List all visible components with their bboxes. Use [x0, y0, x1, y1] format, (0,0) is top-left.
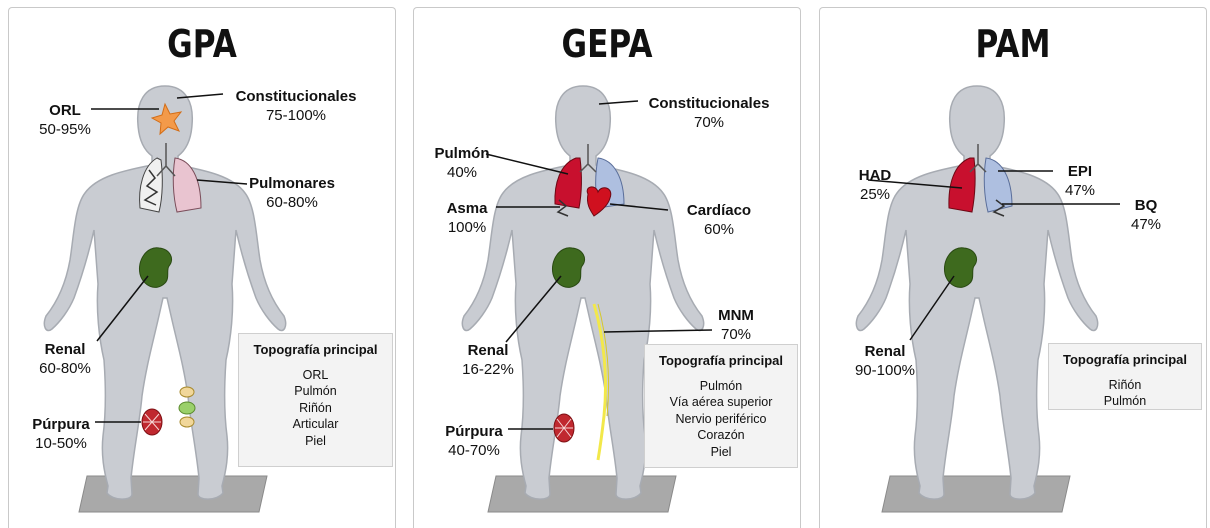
label-orl: ORL 50-95%	[39, 102, 91, 138]
label-renal: Renal 16-22%	[462, 342, 514, 378]
panel-gepa: GEPA Constitucionales 70% Pulmón 40% Asm…	[413, 7, 801, 528]
label-cardiaco: Cardíaco 60%	[686, 202, 752, 238]
heart-icon	[586, 186, 612, 217]
knee-joint-icon	[178, 386, 196, 428]
label-epi: EPI 47%	[1064, 163, 1096, 199]
body-silhouette	[855, 85, 1099, 500]
panel-pam: PAM HAD 25% EPI 47% BQ 47% Renal 90-100%…	[819, 7, 1207, 528]
page-title: GPA	[167, 22, 237, 66]
label-constitucionales: Constitucionales 75-100%	[235, 88, 357, 124]
leader-lines	[91, 93, 248, 423]
label-purpura: Púrpura 10-50%	[32, 416, 90, 452]
label-bq: BQ 47%	[1130, 197, 1162, 233]
label-renal: Renal 90-100%	[854, 343, 916, 379]
platform	[487, 475, 677, 513]
platform	[881, 475, 1071, 513]
leader-lines	[867, 170, 1120, 341]
topography-box: Topografía principal ORL Pulmón Riñón Ar…	[238, 333, 393, 467]
label-pulmonares: Pulmonares 60-80%	[249, 175, 335, 211]
topography-box: Topografía principal Riñón Pulmón	[1048, 343, 1202, 410]
label-purpura: Púrpura 40-70%	[445, 423, 503, 459]
label-renal: Renal 60-80%	[39, 341, 91, 377]
sinus-icon	[150, 102, 183, 136]
pam-illustration	[855, 85, 1120, 513]
label-pulmon: Pulmón 40%	[434, 145, 490, 181]
lungs-icon	[139, 143, 202, 213]
gpa-illustration	[43, 85, 287, 513]
panel-gpa: GPA ORL 50-95% Constitucionales 75-100% …	[8, 7, 396, 528]
page-title: PAM	[975, 22, 1051, 66]
label-had: HAD 25%	[858, 167, 892, 203]
label-constitucionales: Constitucionales 70%	[648, 95, 770, 131]
leader-lines	[485, 100, 713, 430]
label-asma: Asma 100%	[446, 200, 488, 236]
nerve-icon	[592, 303, 608, 461]
page-title: GEPA	[561, 22, 653, 66]
lungs-icon	[948, 144, 1013, 217]
gepa-illustration	[461, 85, 713, 513]
label-mnm: MNM 70%	[718, 307, 754, 343]
topography-box: Topografía principal Pulmón Vía aérea su…	[644, 344, 798, 468]
